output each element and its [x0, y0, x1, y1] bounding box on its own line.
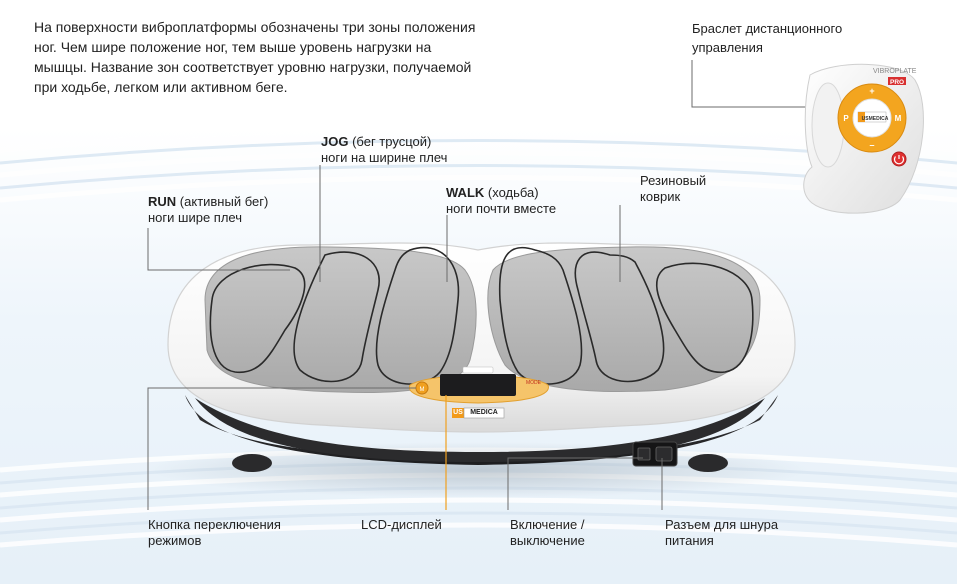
bracelet-label: Браслет дистанционного управления — [692, 21, 842, 56]
leader-line-run — [147, 228, 290, 271]
mode-button-label-line2: режимов — [148, 533, 202, 548]
bracelet-label-line1: Браслет дистанционного — [692, 21, 843, 36]
device-logo-us: US — [453, 409, 463, 416]
zone-run-desc: (активный бег) — [179, 194, 269, 209]
rubber-mat-left — [204, 246, 477, 393]
device-foot — [232, 454, 272, 472]
rubber-mat-right — [487, 246, 761, 393]
zone-jog-desc: (бег трусцой) — [352, 134, 432, 149]
logo-us-box — [452, 408, 464, 418]
device-logo-medica: MEDICA — [470, 409, 498, 416]
zone-walk-label: WALK (ходьба) ноги почти вместе — [446, 185, 556, 217]
connector-label-line1: Разъем для шнура — [665, 517, 779, 532]
leader-line-power — [507, 457, 643, 510]
leader-line-bracelet — [691, 60, 828, 108]
connector-label-line2: питания — [665, 533, 714, 548]
bracelet-minus-button: – — [869, 140, 874, 150]
svg-text:M: M — [420, 387, 425, 393]
zone-jog-name: JOG — [321, 134, 349, 149]
mat-label-line2: коврик — [640, 189, 681, 204]
logo-medica-box — [463, 407, 505, 419]
intro-text: На поверхности виброплатформы обозначены… — [34, 19, 476, 95]
zone-walk-desc: (ходьба) — [487, 185, 539, 200]
remote-bracelet: VIBROPLATE PRO + P M – USMEDICA — [803, 63, 924, 214]
zone-run-line2: ноги шире плеч — [148, 210, 242, 225]
zone-jog-label: JOG (бег трусцой) ноги на ширине плеч — [321, 134, 447, 166]
bracelet-brand: VIBROPLATE — [873, 68, 917, 75]
mat-label-line1: Резиновый — [640, 173, 707, 188]
leader-line-mode-button — [147, 387, 416, 510]
bracelet-model: PRO — [890, 79, 904, 86]
bracelet-logo: USMEDICA — [862, 116, 889, 122]
zone-walk-right — [498, 246, 583, 385]
power-label: Включение / выключение — [510, 517, 585, 549]
mode-button-label: Кнопка переключения режимов — [148, 517, 281, 549]
zone-jog-left — [293, 251, 380, 383]
mat-label: Резиновый коврик — [640, 173, 706, 205]
zone-walk-name: WALK — [446, 185, 485, 200]
bracelet-m-button: M — [895, 114, 902, 123]
power-switch — [637, 447, 651, 461]
lcd-label: LCD-дисплей — [361, 517, 442, 533]
power-connector — [655, 446, 673, 462]
power-label-line2: выключение — [510, 533, 585, 548]
bracelet-p-button: P — [843, 114, 849, 123]
zone-jog-line2: ноги на ширине плеч — [321, 150, 448, 165]
connector-label: Разъем для шнура питания — [665, 517, 778, 549]
bracelet-plus-button: + — [869, 86, 874, 96]
lcd-label-line1: LCD-дисплей — [361, 517, 442, 532]
lcd-display — [440, 374, 516, 396]
power-label-line1: Включение / — [510, 517, 585, 532]
zone-jog-right — [574, 251, 665, 383]
zone-run-left — [209, 263, 306, 373]
bracelet-label-line2: управления — [692, 40, 763, 55]
svg-text:MODE: MODE — [526, 380, 542, 386]
zone-run-label: RUN (активный бег) ноги шире плеч — [148, 194, 268, 226]
zone-run-name: RUN — [148, 194, 177, 209]
zone-run-right — [655, 262, 754, 373]
mode-button-label-line1: Кнопка переключения — [148, 517, 281, 532]
bracelet-pro-badge — [888, 77, 906, 85]
device-base-rim — [195, 398, 765, 462]
zone-walk-line2: ноги почти вместе — [446, 201, 557, 216]
device-foot — [688, 454, 728, 472]
